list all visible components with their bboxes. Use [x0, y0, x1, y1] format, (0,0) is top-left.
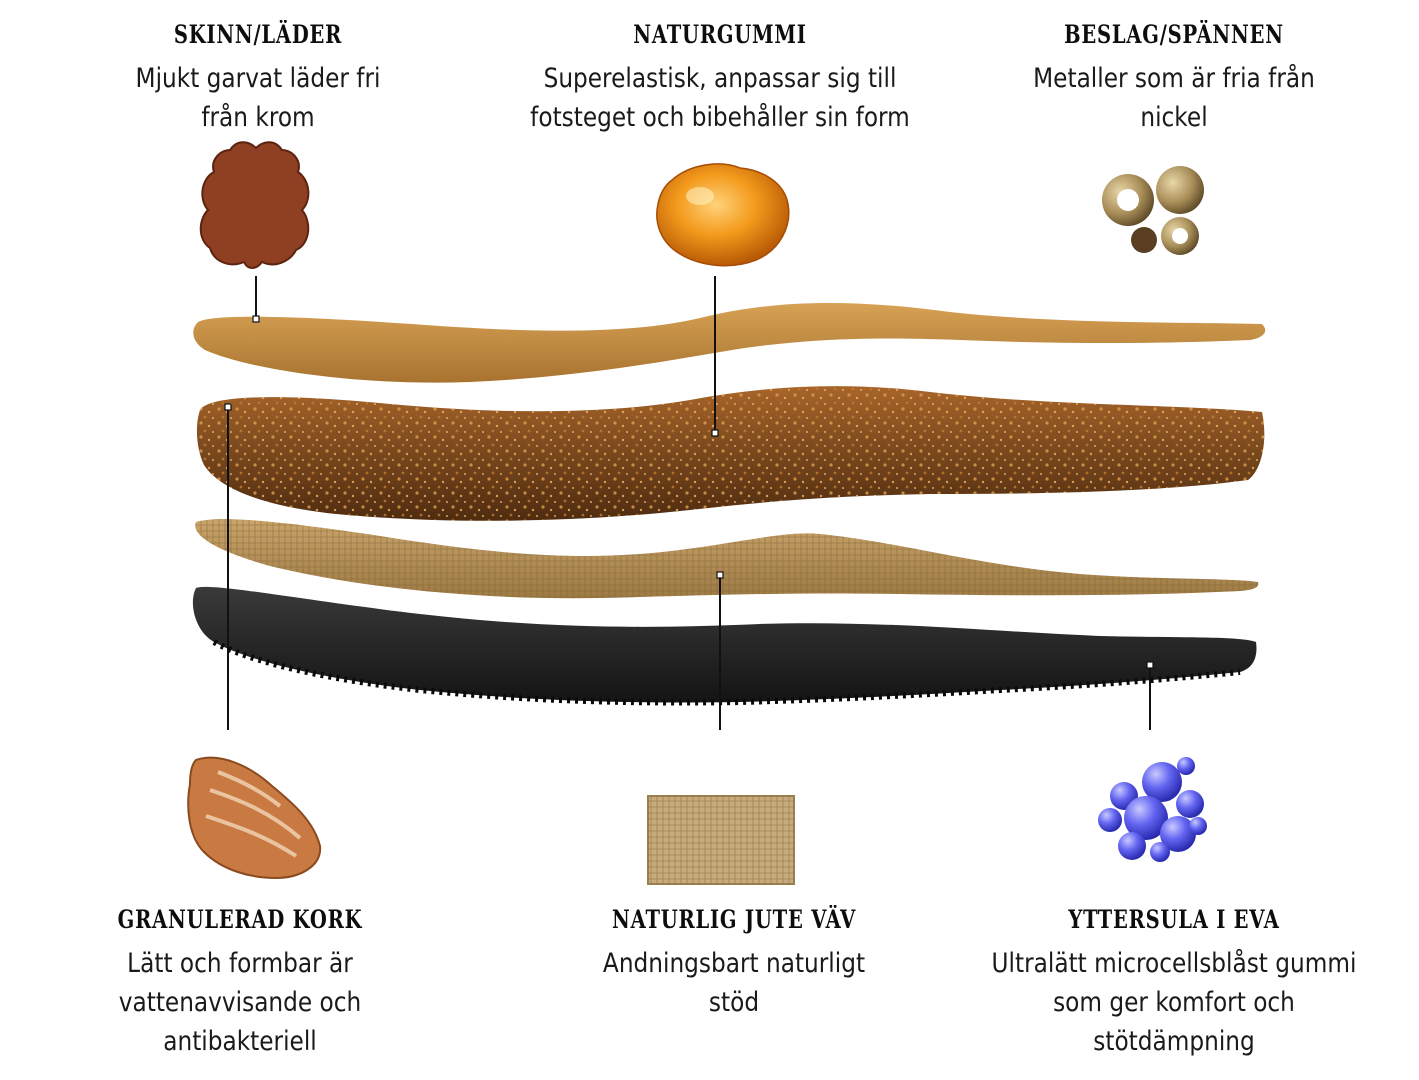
- leather-description: Mjukt garvat läder fri från krom: [135, 63, 381, 133]
- eva-description: Ultralätt microcellsblåst gummi som ger …: [991, 948, 1357, 1057]
- jute-description: Andningsbart naturligt stöd: [602, 948, 866, 1018]
- rubber-description: Superelastisk, anpassar sig till fotsteg…: [530, 63, 910, 133]
- amber-rubber-icon: [656, 163, 790, 267]
- cork-description: Lätt och formbar är vattenavvisande och …: [118, 948, 362, 1057]
- metal-rivets-icon: [1102, 166, 1204, 255]
- cork-title: GRANULERAD KORK: [117, 905, 363, 934]
- leather-layer: [193, 302, 1266, 383]
- leather-hide-icon: [199, 141, 310, 269]
- metal-label: BESLAG/SPÄNNEN Metaller som är fria från…: [984, 20, 1364, 137]
- rubber-label: NATURGUMMI Superelastisk, anpassar sig t…: [492, 20, 948, 137]
- leather-label: SKINN/LÄDER Mjukt garvat läder fri från …: [100, 20, 416, 137]
- jute-swatch-icon: [647, 795, 795, 885]
- metal-description: Metaller som är fria från nickel: [1033, 63, 1315, 133]
- eva-label: YTTERSULA I EVA Ultralätt microcellsblås…: [956, 905, 1392, 1061]
- cork-label: GRANULERAD KORK Lätt och formbar är vatt…: [22, 905, 458, 1061]
- jute-label: NATURLIG JUTE VÄV Andningsbart naturligt…: [564, 905, 904, 1022]
- jute-title: NATURLIG JUTE VÄV: [611, 905, 856, 934]
- rubber-title: NATURGUMMI: [633, 20, 807, 49]
- cork-chunk-icon: [187, 756, 322, 880]
- eva-layer: [192, 586, 1257, 703]
- cork-texture: [196, 386, 1265, 521]
- connector-lines: [224, 276, 1154, 730]
- metal-title: BESLAG/SPÄNNEN: [1064, 20, 1284, 49]
- leather-title: SKINN/LÄDER: [173, 20, 343, 49]
- eva-bubbles-icon: [1098, 757, 1207, 862]
- jute-texture: [195, 519, 1259, 599]
- eva-title: YTTERSULA I EVA: [1068, 905, 1280, 934]
